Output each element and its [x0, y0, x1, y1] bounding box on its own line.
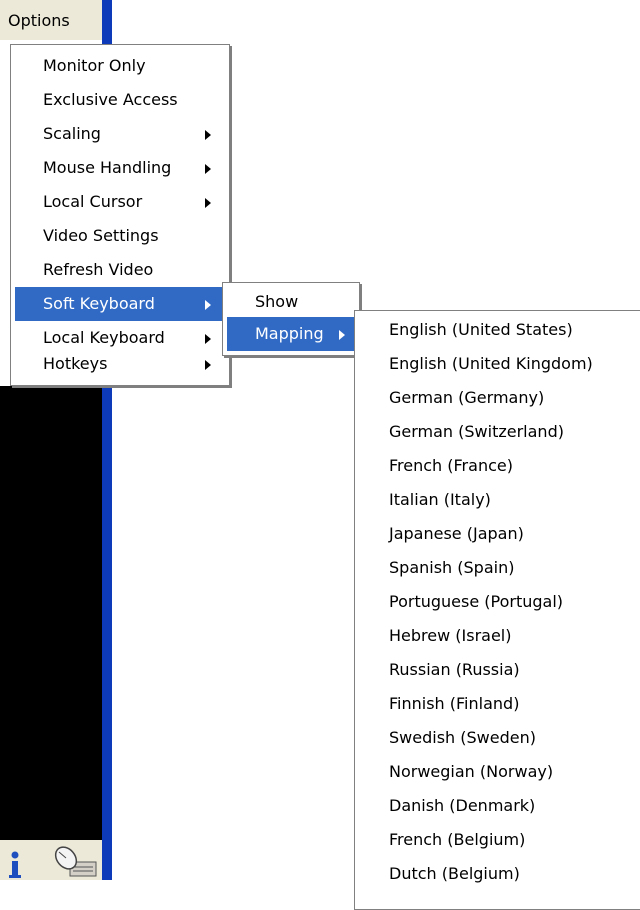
menu-item-mapping-option[interactable]: German (Germany): [389, 388, 545, 407]
menu-item-refresh-video[interactable]: Refresh Video: [43, 260, 154, 279]
menu-item-mapping-option[interactable]: Portuguese (Portugal): [389, 592, 564, 611]
menu-item-mapping-option[interactable]: Swedish (Sweden): [389, 728, 536, 747]
menu-item-mapping-option[interactable]: French (France): [389, 456, 513, 475]
menu-item-soft-keyboard[interactable]: Soft Keyboard: [15, 287, 225, 321]
menu-item-local-cursor[interactable]: Local Cursor: [15, 185, 225, 219]
submenu-arrow-icon: [205, 300, 211, 310]
menu-bar: Options: [0, 0, 104, 40]
menu-item-mapping-option[interactable]: Hebrew (Israel): [389, 626, 512, 645]
menu-item-exclusive-access[interactable]: Exclusive Access: [43, 90, 178, 109]
menu-item-mapping-option[interactable]: English (United States): [389, 320, 573, 339]
menu-item-mapping-option[interactable]: English (United Kingdom): [389, 354, 593, 373]
menu-item-mapping-option[interactable]: German (Switzerland): [389, 422, 564, 441]
menu-item-mapping-option[interactable]: Japanese (Japan): [389, 524, 524, 543]
submenu-arrow-icon: [205, 360, 211, 370]
video-area: [0, 386, 102, 840]
menu-item-mapping-option[interactable]: Italian (Italy): [389, 490, 491, 509]
menu-item-mapping-option[interactable]: Spanish (Spain): [389, 558, 515, 577]
soft-keyboard-submenu: Show Mapping: [222, 282, 360, 356]
menu-item-show[interactable]: Show: [255, 292, 299, 311]
options-menu: Monitor Only Exclusive Access Scaling Mo…: [10, 44, 230, 386]
menu-item-mapping-option[interactable]: Finnish (Finland): [389, 694, 520, 713]
submenu-arrow-icon: [205, 198, 211, 208]
status-bar: [0, 840, 102, 880]
menu-item-mapping-option[interactable]: Dutch (Belgium): [389, 864, 520, 883]
menu-item-mouse-handling[interactable]: Mouse Handling: [15, 151, 225, 185]
submenu-arrow-icon: [339, 330, 345, 340]
menu-item-hotkeys[interactable]: Hotkeys: [15, 347, 225, 381]
menu-item-mapping-option[interactable]: French (Belgium): [389, 830, 526, 849]
menu-options[interactable]: Options: [8, 11, 70, 30]
menu-item-mapping[interactable]: Mapping: [227, 317, 355, 351]
menu-item-scaling[interactable]: Scaling: [15, 117, 225, 151]
mouse-icon[interactable]: [50, 844, 102, 880]
menu-item-video-settings[interactable]: Video Settings: [43, 226, 159, 245]
info-icon[interactable]: [4, 848, 30, 880]
submenu-arrow-icon: [205, 130, 211, 140]
menu-item-mapping-option[interactable]: Russian (Russia): [389, 660, 520, 679]
menu-item-monitor-only[interactable]: Monitor Only: [43, 56, 146, 75]
menu-item-mapping-option[interactable]: Norwegian (Norway): [389, 762, 554, 781]
submenu-arrow-icon: [205, 334, 211, 344]
menu-item-mapping-option[interactable]: Danish (Denmark): [389, 796, 536, 815]
menu-item-local-keyboard[interactable]: Local Keyboard: [15, 321, 225, 355]
submenu-arrow-icon: [205, 164, 211, 174]
mapping-submenu: English (United States) English (United …: [354, 310, 640, 910]
window-border: [102, 0, 112, 880]
